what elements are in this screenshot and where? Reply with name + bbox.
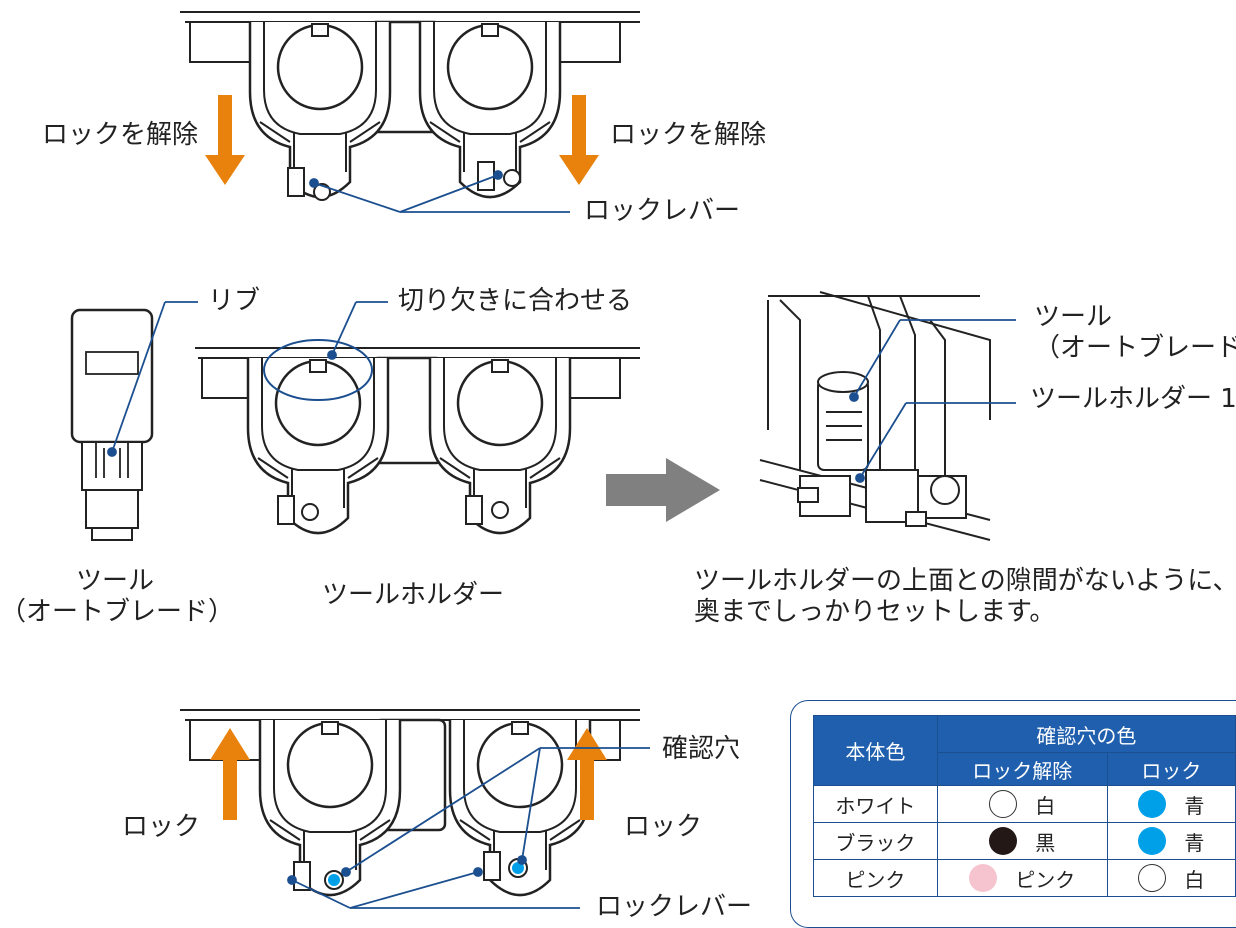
row-locked-text: 青 (1184, 793, 1205, 818)
tool-label-left: ツール （オートブレード） (0, 566, 235, 628)
rib-label: リブ (208, 286, 261, 316)
direction-arrow (606, 458, 720, 522)
tool-label-right: ツール （オートブレード） (1034, 302, 1236, 364)
black-dot-icon (989, 827, 1018, 855)
unlock-arrow-right (559, 95, 599, 185)
lock-lever-label-bottom: ロックレバー (596, 892, 753, 922)
check-hole-label: 確認穴 (662, 734, 741, 764)
header-locked: ロック (1106, 752, 1236, 786)
header-hole-color: 確認穴の色 (936, 715, 1236, 753)
row-body-color: ブラック (813, 822, 938, 860)
row-body-color: ピンク (813, 859, 938, 897)
lock-arrow-right (567, 728, 607, 820)
tool-right-leaders (849, 319, 1016, 483)
pink-dot-icon (969, 864, 998, 892)
lock-arrow-left (210, 728, 250, 820)
tool-label-left-line2: （オートブレード） (0, 597, 235, 628)
header-unlocked: ロック解除 (936, 752, 1108, 786)
unlock-arrow-left (205, 95, 245, 185)
lock-label-left: ロック (122, 812, 201, 842)
instruction-text: ツールホルダーの上面との隙間がないように、 奥までしっかりセットします。 (694, 566, 1236, 628)
table-row: ブラック 黒 青 (813, 822, 1236, 860)
tool-label-left-line1: ツール (75, 566, 154, 596)
row-unlocked-text: 黒 (1035, 830, 1056, 855)
tool-holder-1-label: ツールホルダー 1 (1030, 384, 1236, 414)
tool-label-right-line1: ツール (1034, 302, 1113, 332)
unlock-label-right: ロックを解除 (610, 120, 767, 150)
notch-label: 切り欠きに合わせる (398, 286, 633, 316)
row-body-color: ホワイト (813, 785, 938, 823)
lock-label-right: ロック (624, 812, 703, 842)
tool-illustration (70, 308, 154, 541)
tool-holder-label: ツールホルダー (322, 580, 505, 610)
row-unlocked-cell: 黒 (936, 822, 1108, 860)
row-unlocked-cell: 白 (936, 785, 1108, 823)
tool-label-right-line2: （オートブレード） (1034, 333, 1236, 364)
hole-color-legend: 本体色 確認穴の色 ロック解除 ロック ホワイト 白 青 ブラック 黒 青 ピン… (790, 700, 1236, 928)
table-row: ピンク ピンク 白 (813, 859, 1236, 897)
lock-lever-leader-bottom (287, 867, 580, 909)
row-unlocked-cell: ピンク (936, 859, 1108, 897)
instruction-line2: 奥までしっかりセットします。 (694, 597, 1056, 628)
tool-holder-illustration (195, 339, 640, 535)
blue-dot-icon (1138, 827, 1167, 855)
row-locked-cell: 青 (1106, 785, 1236, 823)
notch-leader (327, 301, 388, 360)
row-unlocked-text: ピンク (1015, 867, 1076, 892)
instruction-line1: ツールホルダーの上面との隙間がないように、 (694, 566, 1236, 596)
row-locked-cell: 白 (1106, 859, 1236, 897)
lock-lever-label-top: ロックレバー (584, 196, 741, 226)
table-header-row: 本体色 確認穴の色 (813, 715, 1236, 786)
hole-color-table: 本体色 確認穴の色 ロック解除 ロック ホワイト 白 青 ブラック 黒 青 ピン… (813, 715, 1236, 897)
installed-tool-illustration (759, 291, 991, 541)
white-dot-icon (1138, 864, 1167, 892)
row-locked-text: 青 (1184, 830, 1205, 855)
check-hole-leaders (341, 747, 650, 877)
white-dot-icon (989, 790, 1018, 818)
rib-leader (107, 301, 198, 457)
row-locked-cell: 青 (1106, 822, 1236, 860)
row-locked-text: 白 (1184, 867, 1205, 892)
top-panel-illustration (180, 11, 640, 201)
blue-dot-icon (1138, 790, 1167, 818)
bottom-panel-illustration (180, 709, 640, 897)
header-body-color: 本体色 (813, 715, 938, 786)
table-row: ホワイト 白 青 (813, 785, 1236, 823)
row-unlocked-text: 白 (1035, 793, 1056, 818)
unlock-label-left: ロックを解除 (42, 120, 199, 150)
lock-lever-leader-top (309, 170, 570, 213)
